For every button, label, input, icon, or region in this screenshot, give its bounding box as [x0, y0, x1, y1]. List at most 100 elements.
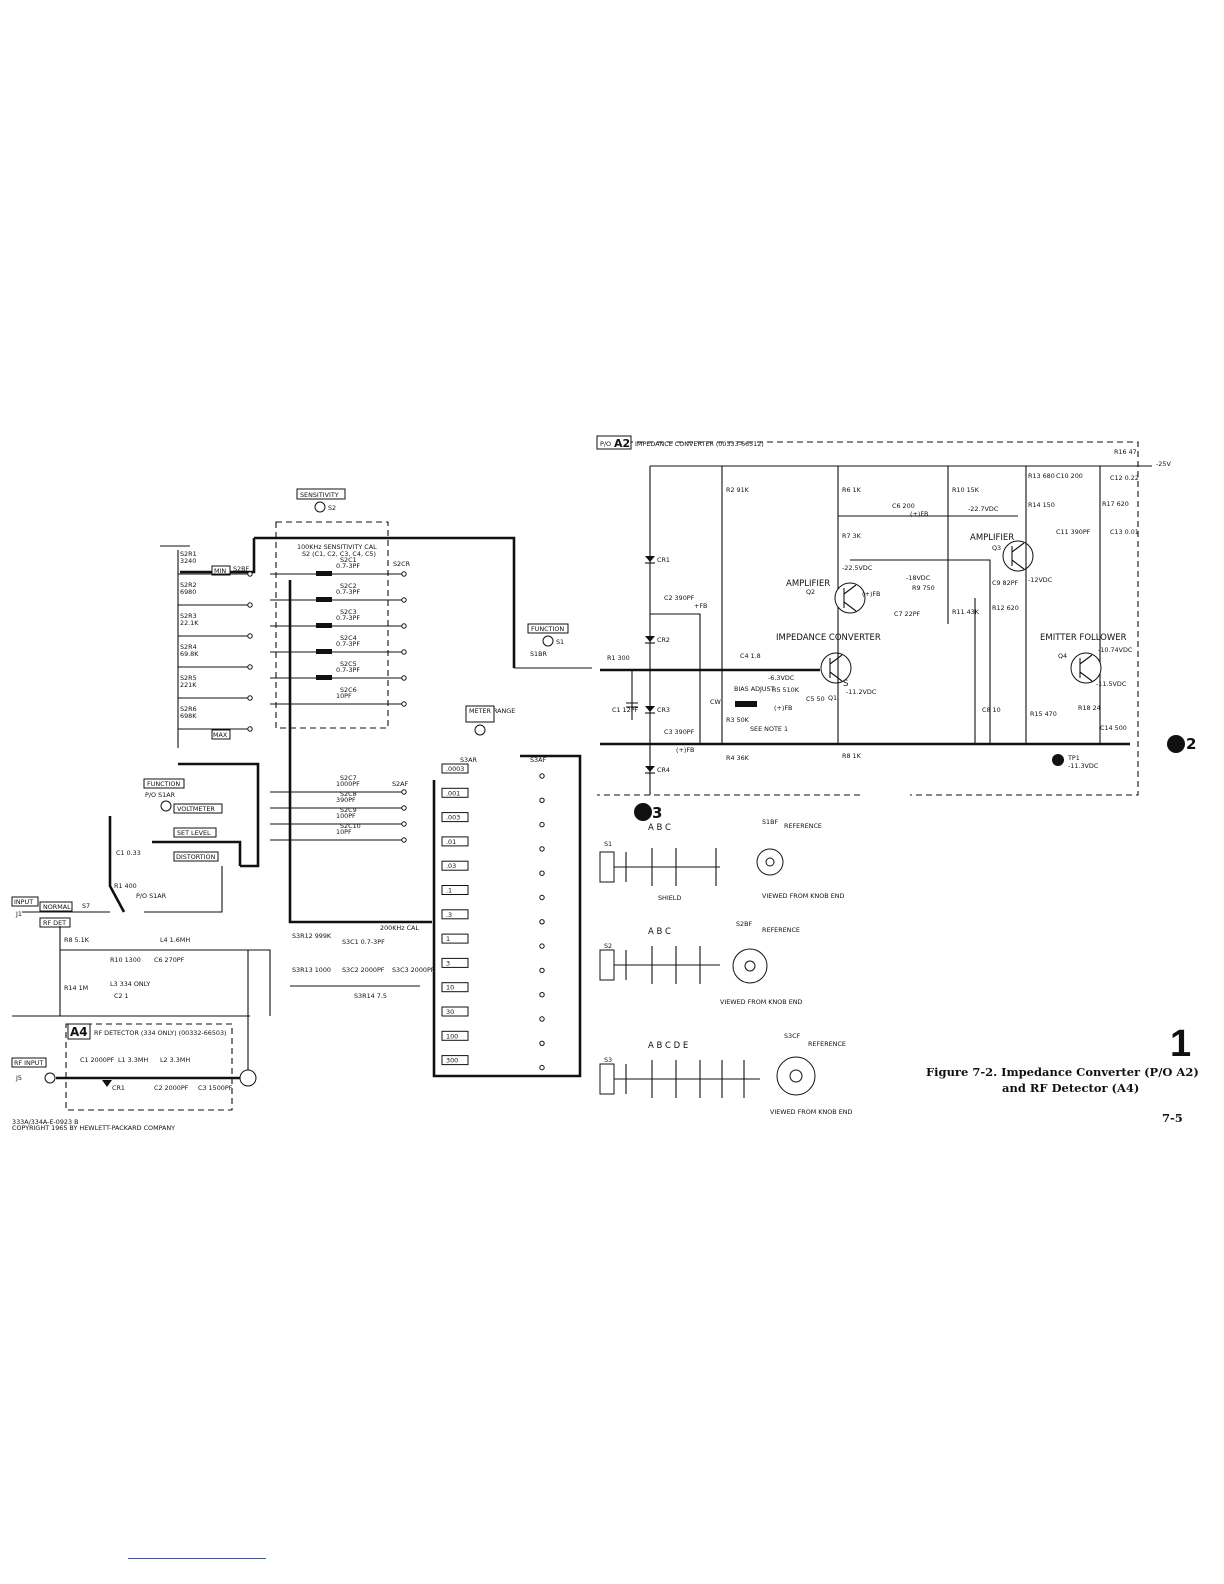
cal-cap-value: 10PF: [336, 828, 352, 836]
meter-range-button[interactable]: [441, 885, 469, 895]
c2-label: C2 390PF: [664, 594, 695, 602]
sensitivity-knob[interactable]: [314, 501, 326, 513]
a4-code: A4: [70, 1025, 88, 1039]
cal-title: 100KHz SENSITIVITY CAL: [297, 543, 377, 551]
tp1-label: TP1: [1067, 754, 1080, 762]
a4-code-box: [67, 1023, 91, 1040]
s3-feed-bus: [288, 580, 432, 924]
meter-range-contact: [539, 919, 545, 925]
meter-range-button[interactable]: [441, 860, 469, 871]
function-knob[interactable]: [542, 635, 554, 647]
q1-transistor: [820, 652, 852, 684]
s1-view-label: S1: [604, 840, 612, 848]
diode-cr1: [645, 556, 655, 564]
meter-range-knob[interactable]: [474, 724, 486, 736]
meter-range-button[interactable]: [441, 763, 469, 774]
r6-label: R6 1K: [842, 486, 862, 494]
bias-adjust-pot[interactable]: [735, 701, 757, 707]
s3c1-label: S3C1 0.7-3PF: [342, 938, 385, 946]
j5-label: J5: [15, 1074, 22, 1082]
l3-label: L3 334 ONLY: [110, 980, 150, 988]
ladder-tap-contact: [247, 664, 253, 670]
rf-input-jack[interactable]: [44, 1072, 56, 1084]
meter-range-value: 300: [446, 1057, 458, 1065]
meter-range-button[interactable]: [441, 1006, 469, 1017]
v1074-label: -10.74VDC: [1098, 646, 1133, 654]
q4-stage: EMITTER FOLLOWER: [1040, 633, 1127, 643]
rf-det-label: RF DET: [43, 919, 66, 927]
cal-capacitors: S2C10.7-3PFS2C20.7-3PFS2C30.7-3PFS2C40.7…: [270, 556, 407, 843]
l4-label: L4 1.6MH: [160, 936, 190, 944]
s1-label: S1: [556, 638, 564, 646]
s3-reference: REFERENCE: [808, 1040, 846, 1048]
meter-range-button[interactable]: [441, 957, 469, 968]
meter-range-button[interactable]: [441, 787, 469, 798]
function2-knob[interactable]: [160, 800, 172, 812]
ladder-resistor-value: 3240: [180, 557, 196, 565]
cr1-label: CR1: [657, 556, 670, 564]
cal-cap-name: S2C2: [340, 582, 357, 590]
s3r12-label: S3R12 999K: [292, 932, 332, 940]
cal-trimmer[interactable]: [316, 675, 332, 680]
copyright-code: 333A/334A-E-0923 B: [12, 1118, 78, 1126]
meter-range-value: 1: [446, 935, 450, 943]
cr4-label: CR4: [657, 766, 670, 774]
c1-label: C1 12PF: [612, 706, 639, 714]
min-label-box: [211, 565, 231, 576]
meter-range-value: 3: [446, 959, 450, 967]
cal-cap-value: 390PF: [336, 796, 356, 804]
s1ar-5-link: [144, 866, 223, 913]
meter-range-value: 30: [446, 1008, 454, 1016]
p-o-s1ar2-label: P/O S1AR: [136, 892, 167, 900]
v115-label: -11.5VDC: [1096, 680, 1127, 688]
l4-line: [60, 949, 271, 1016]
ladder-resistor-value: 6980: [180, 588, 196, 596]
meter-range-value: .1: [446, 887, 452, 895]
s2-decks: A B C: [648, 927, 671, 937]
meter-range-button[interactable]: [441, 1055, 469, 1066]
set-level-box: [173, 827, 217, 838]
meter-range-button[interactable]: [441, 933, 469, 944]
voltmeter-label: VOLTMETER: [177, 805, 215, 813]
ladder-resistor-name: S2R2: [180, 581, 197, 589]
meter-range-button[interactable]: [441, 836, 469, 847]
a4-cr1-label: CR1: [112, 1084, 125, 1092]
s1bf-label: S1BF: [762, 818, 779, 826]
a2-code: A2: [614, 437, 630, 450]
meter-range-contact: [539, 1064, 545, 1071]
cal-cap-name: S2C4: [340, 634, 357, 642]
distortion-label: DISTORTION: [176, 853, 216, 861]
meter-range-button[interactable]: [441, 812, 469, 823]
cal-cap-contact: [401, 805, 407, 811]
cal-cap-name: S2C6: [340, 686, 357, 694]
meter-range-value: .001: [446, 789, 460, 797]
max-label: MAX: [213, 731, 228, 739]
fb3-label: (+)FB: [774, 704, 792, 712]
input-marker-text: 3: [652, 804, 662, 822]
q3-stage: AMPLIFIER: [970, 533, 1014, 543]
cal-trimmer[interactable]: [316, 623, 332, 628]
s2-viewed: VIEWED FROM KNOB END: [720, 998, 803, 1006]
r11-label: R11 43K: [952, 608, 980, 616]
cal-trimmer[interactable]: [316, 571, 332, 576]
meter-range-contact: [539, 992, 545, 998]
s2-view: [599, 946, 768, 984]
meter-range-button[interactable]: [441, 982, 469, 993]
q2-transistor: [834, 582, 866, 614]
cal-cap-name: S2C3: [340, 608, 357, 616]
meter-range-button[interactable]: [441, 1030, 469, 1041]
c2-branch: [650, 613, 701, 744]
meter-range-button[interactable]: [441, 909, 469, 920]
cal-trimmer[interactable]: [316, 597, 332, 602]
cal-cap-value: 1000PF: [336, 780, 360, 788]
c11-label: C11 390PF: [1056, 528, 1091, 536]
r12-label: R12 620: [992, 604, 1019, 612]
normal-box: [39, 901, 73, 912]
s3c2-label: S3C2 2000PF: [342, 966, 385, 974]
ladder-resistor-name: S2R3: [180, 612, 197, 620]
s3-viewed: VIEWED FROM KNOB END: [770, 1108, 853, 1116]
copyright-text: COPYRIGHT 1965 BY HEWLETT-PACKARD COMPAN…: [12, 1124, 175, 1132]
cw-label: CW: [710, 698, 721, 706]
cal-trimmer[interactable]: [316, 649, 332, 654]
rf-det-box: [39, 917, 71, 928]
